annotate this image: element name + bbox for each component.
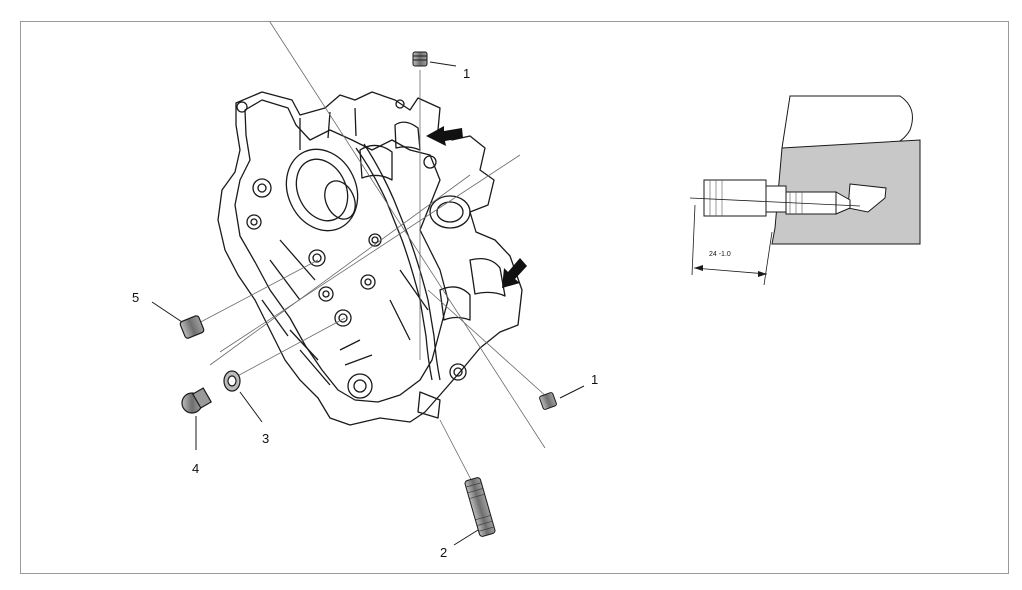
cap-plug <box>179 315 205 339</box>
detail-view <box>689 95 921 286</box>
stud-bolt <box>464 477 496 537</box>
callout-1-top: 1 <box>463 66 471 81</box>
dimension-label: 24 -1.0 <box>709 251 731 258</box>
arrow-indicator-icon <box>426 126 527 288</box>
sealing-washer <box>223 370 241 392</box>
leader-lines <box>151 61 585 546</box>
callout-3: 3 <box>262 431 270 446</box>
callout-4: 4 <box>192 461 200 476</box>
grub-screw-right <box>539 392 557 410</box>
callout-5: 5 <box>132 290 140 305</box>
grub-screw-top <box>412 51 428 67</box>
explosion-lines <box>194 21 549 521</box>
housing <box>217 91 523 426</box>
callout-1-right: 1 <box>591 372 599 387</box>
screw-plug <box>181 387 213 414</box>
callout-2: 2 <box>440 545 448 560</box>
